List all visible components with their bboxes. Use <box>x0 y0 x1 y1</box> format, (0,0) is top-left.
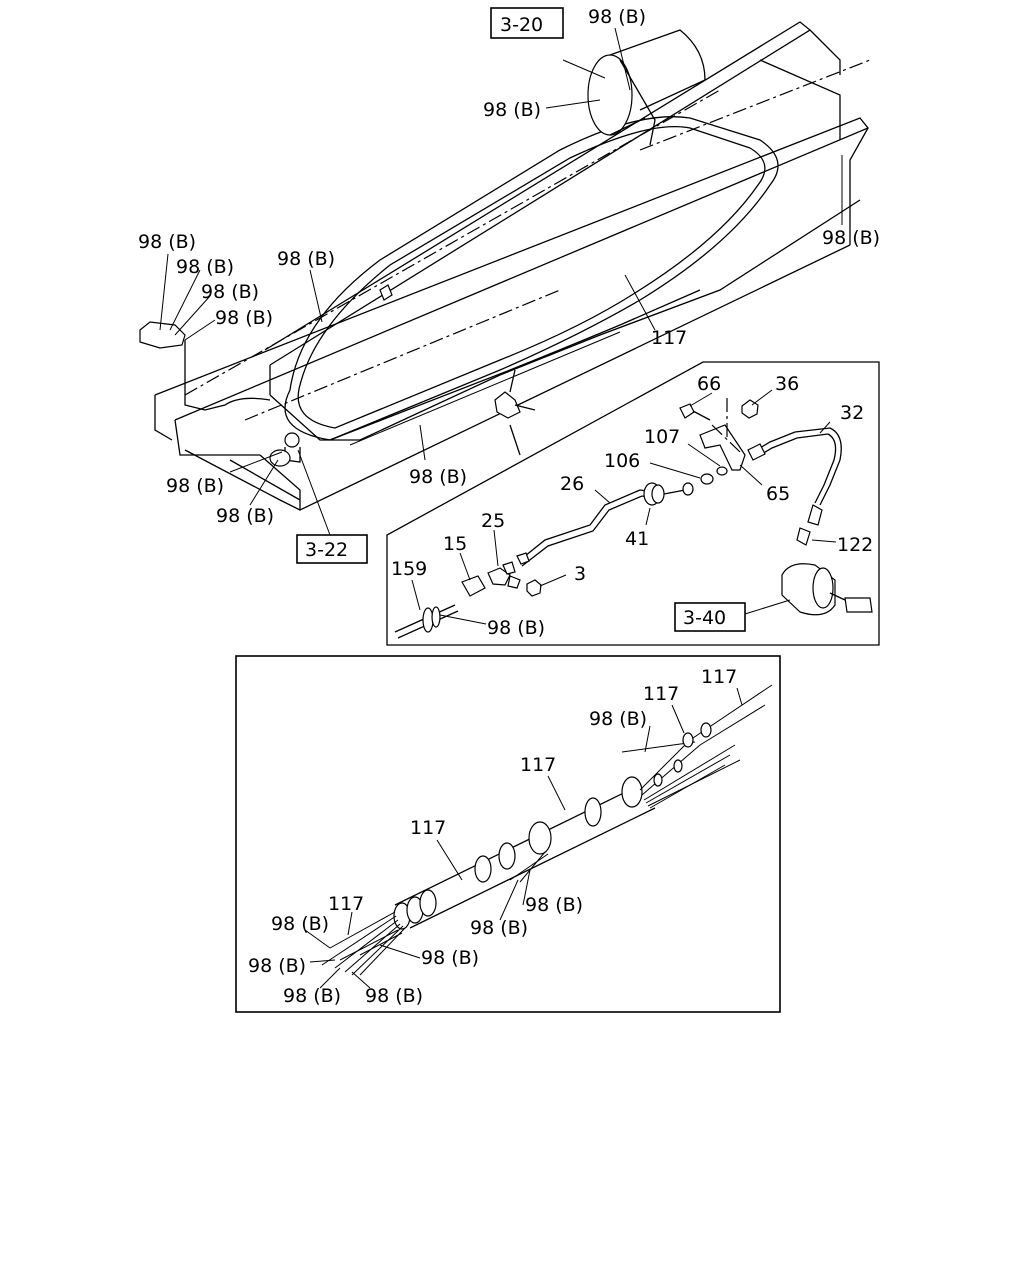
chassis-frame <box>139 21 871 512</box>
label-98b-left-lower: 98 (B) <box>166 475 224 497</box>
label-98b-clip-2: 98 (B) <box>176 256 234 278</box>
label-98b-h2: 98 (B) <box>271 913 329 935</box>
label-98b-clip-1: 98 (B) <box>138 231 196 253</box>
label-98b-h3: 98 (B) <box>248 955 306 977</box>
label-122: 122 <box>837 534 873 556</box>
top-leader-lines <box>159 27 843 536</box>
label-98b-frame: 98 (B) <box>277 248 335 270</box>
harness-panel <box>235 655 781 1013</box>
ref-3-40-label: 3-40 <box>683 607 726 629</box>
label-15: 15 <box>443 533 467 555</box>
label-98b-right: 98 (B) <box>822 227 880 249</box>
label-98b-h6: 98 (B) <box>421 947 479 969</box>
label-117-top: 117 <box>651 327 687 349</box>
label-3: 3 <box>574 563 586 585</box>
label-117-h3: 117 <box>520 754 556 776</box>
label-98b-rod: 98 (B) <box>487 617 545 639</box>
ref-box-3-40[interactable]: 3-40 <box>674 602 746 632</box>
harness-leader-lines <box>304 687 743 989</box>
label-98b-h4: 98 (B) <box>283 985 341 1007</box>
label-41: 41 <box>625 528 649 550</box>
label-98b-h8: 98 (B) <box>470 917 528 939</box>
label-117-h2: 117 <box>643 683 679 705</box>
label-117-h1: 117 <box>701 666 737 688</box>
detail-leader-lines <box>411 389 837 625</box>
label-66: 66 <box>697 373 721 395</box>
label-36: 36 <box>775 373 799 395</box>
label-98b-cylinder: 98 (B) <box>483 99 541 121</box>
label-117-h4: 117 <box>410 817 446 839</box>
ref-3-22-label: 3-22 <box>305 539 348 561</box>
label-117-h5: 117 <box>328 893 364 915</box>
ref-box-3-22[interactable]: 3-22 <box>296 534 368 564</box>
label-159: 159 <box>391 558 427 580</box>
label-106: 106 <box>604 450 640 472</box>
label-98b-clip-3: 98 (B) <box>201 281 259 303</box>
label-98b-left-bottom: 98 (B) <box>216 505 274 527</box>
label-98b-clip-4: 98 (B) <box>215 307 273 329</box>
label-98b-top: 98 (B) <box>588 6 646 28</box>
label-26: 26 <box>560 473 584 495</box>
ref-box-3-20[interactable]: 3-20 <box>490 7 564 39</box>
label-107: 107 <box>644 426 680 448</box>
label-98b-h1: 98 (B) <box>589 708 647 730</box>
label-65: 65 <box>766 483 790 505</box>
label-98b-h5: 98 (B) <box>365 985 423 1007</box>
label-25: 25 <box>481 510 505 532</box>
detail-panel <box>386 361 880 646</box>
label-98b-h7: 98 (B) <box>525 894 583 916</box>
label-32: 32 <box>840 402 864 424</box>
label-98b-lower: 98 (B) <box>409 466 467 488</box>
ref-3-20-label: 3-20 <box>500 14 543 36</box>
